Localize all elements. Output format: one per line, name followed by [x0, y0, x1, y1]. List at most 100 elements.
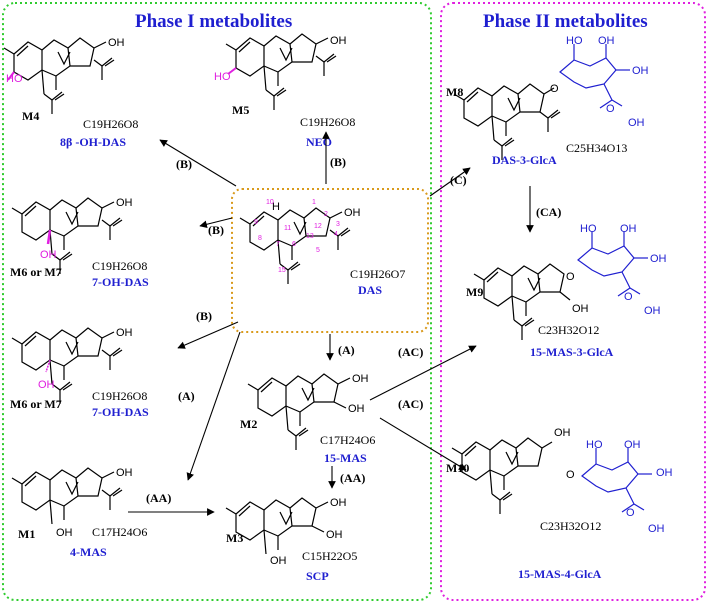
- m5-formula: C19H26O8: [300, 115, 355, 129]
- label-b-m4: (B): [176, 157, 192, 171]
- m10-glca-oh1: OH: [624, 439, 641, 451]
- m4-structure: [3, 37, 115, 115]
- m10-glca-oh3: OH: [648, 523, 665, 535]
- m10-o: O: [566, 469, 575, 481]
- m8-code: M8: [446, 85, 463, 99]
- label-b-m67a: (B): [208, 223, 224, 237]
- m5-ho: HO: [214, 71, 231, 83]
- svg-text:6: 6: [292, 241, 296, 248]
- label-c: (C): [450, 173, 467, 187]
- svg-text:7: 7: [276, 241, 280, 248]
- m67a-formula: C19H26O8: [92, 259, 147, 273]
- svg-text:15: 15: [278, 267, 286, 274]
- m3-oh-2: OH: [326, 529, 343, 541]
- m5-name: NEO: [306, 135, 332, 149]
- m8-glca-oh3: OH: [628, 117, 645, 129]
- center-frame: [231, 188, 429, 333]
- m67a-structure: [11, 197, 123, 275]
- label-b-m67b: (B): [196, 309, 212, 323]
- arrow-m2-m9: [369, 345, 477, 401]
- label-ac-m9: (AC): [398, 345, 423, 359]
- das-formula: C19H26O7: [350, 267, 405, 281]
- label-a-m2: (A): [338, 343, 355, 357]
- phase2-title: Phase II metabolites: [483, 11, 648, 32]
- m8-glca-oh1: OH: [598, 35, 615, 47]
- m4-name: 8β -OH-DAS: [60, 135, 126, 149]
- m3-oh-3: OH: [270, 555, 287, 567]
- m67b-name: 7-OH-DAS: [92, 405, 149, 419]
- das-oh: OH: [344, 207, 361, 219]
- das-code: DAS: [358, 283, 382, 297]
- m1-structure: [11, 467, 123, 525]
- m2-oh-1: OH: [352, 373, 369, 385]
- arrow-das-m4: [159, 139, 237, 187]
- m8-glca-oh2: OH: [632, 65, 649, 77]
- m10-formula: C23H32O12: [540, 519, 601, 533]
- m1-code: M1: [18, 527, 35, 541]
- m5-code: M5: [232, 103, 249, 117]
- m10-structure: [451, 437, 553, 515]
- m10-name: 15-MAS-4-GlcA: [518, 567, 602, 581]
- svg-text:9: 9: [254, 219, 258, 226]
- m9-oh: OH: [572, 303, 589, 315]
- m8-structure: [453, 83, 561, 161]
- svg-text:8: 8: [258, 235, 262, 242]
- label-b-m5: (B): [330, 155, 346, 169]
- m2-code: M2: [240, 417, 257, 431]
- m67a-code: M6 or M7: [10, 265, 62, 279]
- svg-text:3: 3: [336, 221, 340, 228]
- m5-structure: [225, 33, 337, 111]
- arrow-m2-m10: [379, 417, 467, 471]
- m8-glca-o: O: [606, 103, 615, 115]
- label-aa-m2: (AA): [340, 471, 365, 485]
- svg-text:13: 13: [306, 233, 314, 240]
- m9-code: M9: [466, 285, 483, 299]
- m4-ho: HO: [6, 73, 23, 85]
- m2-formula: C17H24O6: [320, 433, 375, 447]
- m9-glca-ho: HO: [580, 223, 597, 235]
- svg-text:1: 1: [312, 199, 316, 206]
- arrow-das-m67a: [199, 217, 233, 229]
- m9-name: 15-MAS-3-GlcA: [530, 345, 614, 359]
- m9-glca-oh1: OH: [620, 223, 637, 235]
- m9-structure: [473, 263, 571, 341]
- phase1-title: Phase I metabolites: [135, 11, 292, 32]
- phase1-frame: [2, 2, 432, 601]
- m3-code: M3: [226, 531, 243, 545]
- m3-name: SCP: [306, 569, 329, 583]
- svg-text:5: 5: [316, 247, 320, 254]
- m9-glca-o: O: [624, 291, 633, 303]
- m67b-code: M6 or M7: [10, 397, 62, 411]
- m67a-oh-top: OH: [116, 197, 133, 209]
- svg-text:11: 11: [284, 225, 291, 232]
- m4-formula: C19H26O8: [83, 117, 138, 131]
- m67b-oh-top: OH: [116, 327, 133, 339]
- m10-glca-oh2: OH: [656, 467, 673, 479]
- svg-text:4: 4: [334, 231, 338, 238]
- m9-formula: C23H32O12: [538, 323, 599, 337]
- m9-glca-oh3: OH: [644, 305, 661, 317]
- svg-text:2: 2: [324, 211, 328, 218]
- m4-code: M4: [22, 109, 39, 123]
- m67a-oh: OH: [40, 249, 57, 261]
- svg-text:10: 10: [266, 199, 274, 206]
- arrow-das-m8: [429, 167, 471, 197]
- m10-oh: OH: [554, 427, 571, 439]
- label-ca: (CA): [536, 205, 561, 219]
- m4-oh: OH: [108, 37, 125, 49]
- m1-oh-top: OH: [116, 467, 133, 479]
- m10-glca-o: O: [626, 507, 635, 519]
- m3-structure: [225, 497, 329, 555]
- label-aa-m1: (AA): [146, 491, 171, 505]
- m8-o: O: [550, 83, 559, 95]
- m3-formula: C15H22O5: [302, 549, 357, 563]
- das-structure: [239, 207, 351, 285]
- m3-oh-1: OH: [330, 497, 347, 509]
- m9-glca-oh2: OH: [650, 253, 667, 265]
- das-h: H: [272, 201, 280, 213]
- arrow-das-m1: [186, 331, 241, 481]
- m9-o: O: [566, 271, 575, 283]
- m8-glca-ho: HO: [566, 35, 583, 47]
